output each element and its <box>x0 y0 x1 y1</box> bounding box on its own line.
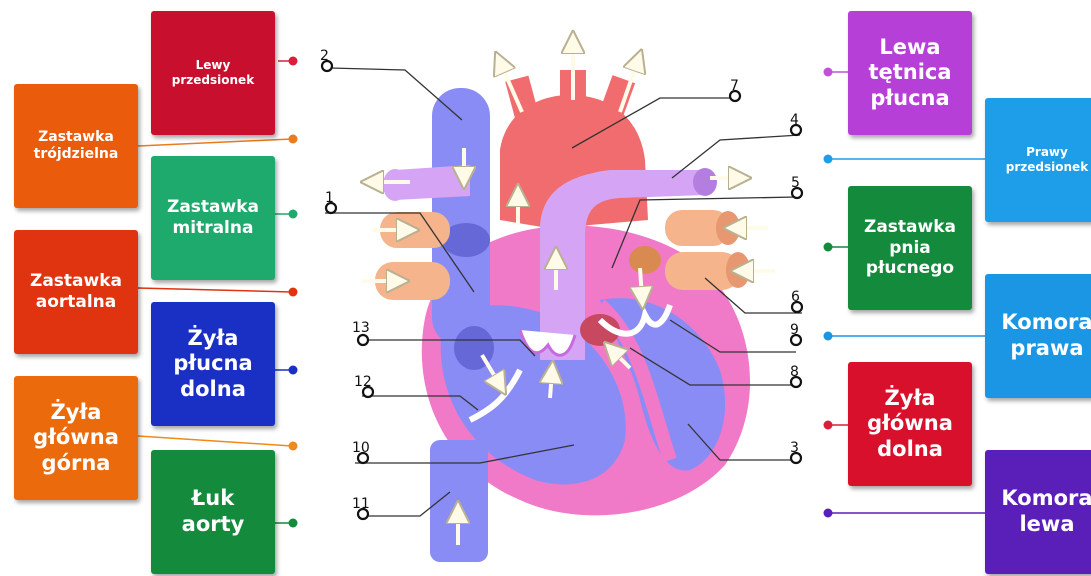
card-line: prawa <box>1001 336 1091 362</box>
connector-dot-prawy-przedsionek <box>824 155 833 164</box>
number-13: 13 <box>352 320 370 336</box>
card-line: pnia <box>864 238 956 259</box>
card-line: mitralna <box>167 218 259 239</box>
card-zyla-glowna-gorna[interactable]: Żyła główna górna <box>14 376 138 500</box>
card-line: aortalna <box>30 292 122 313</box>
number-12: 12 <box>354 374 372 390</box>
card-line: górna <box>33 451 119 477</box>
card-line: przedsionek <box>172 73 254 88</box>
card-komora-lewa[interactable]: Komora lewa <box>985 450 1091 574</box>
number-10: 10 <box>352 440 370 456</box>
card-line: Komora <box>1001 310 1091 336</box>
connector-dot-lewy-przedsionek <box>289 57 298 66</box>
card-lewa-tetnica-plucna[interactable]: Lewa tętnica płucna <box>848 11 972 135</box>
number-1: 1 <box>325 190 334 206</box>
answer-circle-13 <box>358 335 368 345</box>
card-line: główna <box>867 411 953 437</box>
card-line: płucna <box>868 86 951 112</box>
number-11: 11 <box>352 496 370 512</box>
card-line: Prawy <box>1006 145 1088 160</box>
card-line: przedsionek <box>1006 160 1088 175</box>
card-prawy-przedsionek[interactable]: Prawy przedsionek <box>985 98 1091 222</box>
connector-dot-komora-prawa <box>824 332 833 341</box>
card-line: Zastawka <box>30 271 122 292</box>
connector-dot-zyla-plucna-dolna <box>289 366 298 375</box>
connector-dot-zastawka-aortalna <box>289 288 298 297</box>
card-line: Zastawka <box>34 129 119 146</box>
card-line: Lewa <box>868 35 951 61</box>
card-line: dolna <box>173 377 252 403</box>
card-line: Zastawka <box>167 197 259 218</box>
card-line: główna <box>33 425 119 451</box>
connector-dot-zastawka-mitralna <box>289 210 298 219</box>
card-line: Zastawka <box>864 217 956 238</box>
card-line: aorty <box>182 512 245 538</box>
number-2: 2 <box>320 48 329 64</box>
card-line: płucna <box>173 351 252 377</box>
card-line: płucnego <box>864 258 956 279</box>
card-line: tętnica <box>868 60 951 86</box>
connector-dot-zastawka-trojdzielna <box>289 135 298 144</box>
connector-dot-lewa-tetnica-plucna <box>824 68 833 77</box>
card-zastawka-aortalna[interactable]: Zastawka aortalna <box>14 230 138 354</box>
card-line: Żyła <box>867 386 953 412</box>
number-8: 8 <box>790 364 799 380</box>
card-line: dolna <box>867 437 953 463</box>
card-zastawka-mitralna[interactable]: Zastawka mitralna <box>151 156 275 280</box>
number-5: 5 <box>791 175 800 191</box>
card-line: Łuk <box>182 486 245 512</box>
card-line: Żyła <box>33 400 119 426</box>
card-lewy-przedsionek[interactable]: Lewy przedsionek <box>151 11 275 135</box>
connector-dot-zyla-glowna-gorna <box>289 442 298 451</box>
card-zastawka-trojdzielna[interactable]: Zastawka trójdzielna <box>14 84 138 208</box>
card-zyla-glowna-dolna[interactable]: Żyła główna dolna <box>848 362 972 486</box>
card-line: Lewy <box>172 58 254 73</box>
card-zastawka-pnia-plucnego[interactable]: Zastawka pnia płucnego <box>848 186 972 310</box>
card-luk-aorty[interactable]: Łuk aorty <box>151 450 275 574</box>
connector-dot-luk-aorty <box>289 519 298 528</box>
connector-dot-zyla-glowna-dolna <box>824 421 833 430</box>
card-line: trójdzielna <box>34 146 119 163</box>
number-9: 9 <box>790 322 799 338</box>
card-line: Komora <box>1001 486 1091 512</box>
number-6: 6 <box>791 289 800 305</box>
connector-dot-komora-lewa <box>824 509 833 518</box>
card-line: Żyła <box>173 326 252 352</box>
card-line: lewa <box>1001 512 1091 538</box>
connector-dot-zastawka-pnia-plucnego <box>824 243 833 252</box>
card-komora-prawa[interactable]: Komora prawa <box>985 274 1091 398</box>
number-7: 7 <box>730 78 739 94</box>
number-3: 3 <box>790 440 799 456</box>
number-4: 4 <box>790 112 799 128</box>
card-zyla-plucna-dolna[interactable]: Żyła płucna dolna <box>151 302 275 426</box>
